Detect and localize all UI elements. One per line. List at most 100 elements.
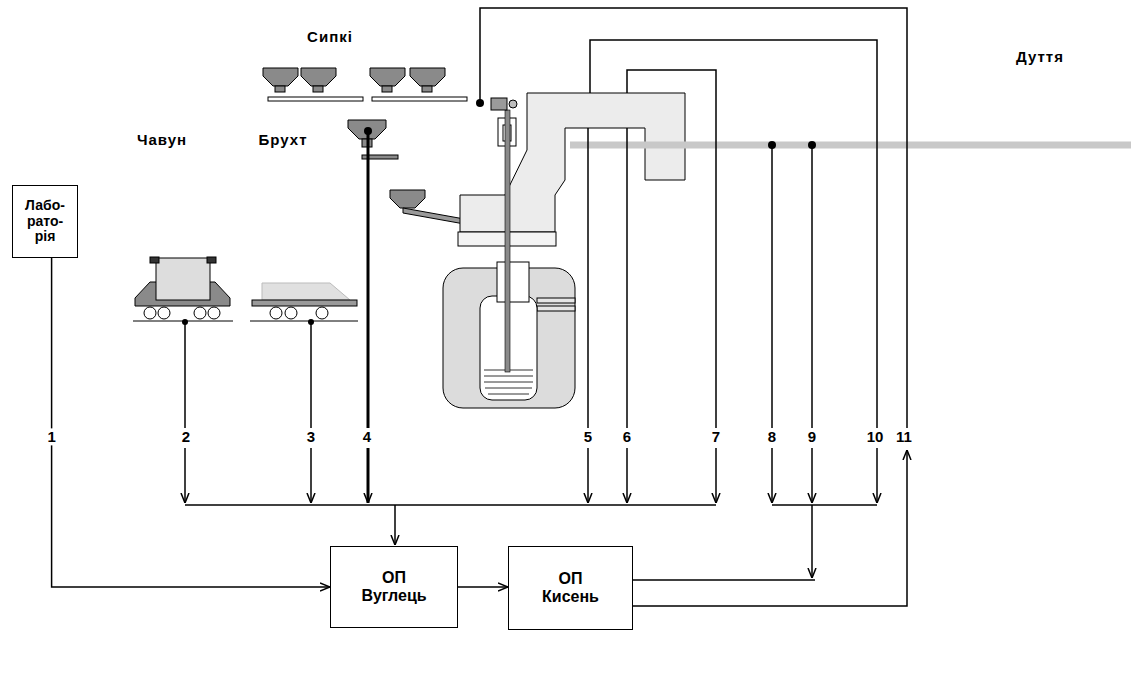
material-name: Сипкі xyxy=(305,28,355,45)
signal-wires-part xyxy=(367,133,370,428)
signal-number: 7 xyxy=(710,428,722,445)
signal-wires-part xyxy=(811,145,813,428)
converter-hood xyxy=(458,93,685,246)
signal-number: 2 xyxy=(180,428,192,445)
sensor-dots-part xyxy=(364,127,372,135)
signal-wires-part xyxy=(184,322,186,428)
signal-wires-part xyxy=(184,448,186,503)
signal-wires-part xyxy=(310,322,312,428)
sensor-dots-part xyxy=(182,319,188,325)
converter-vessel-part xyxy=(537,306,575,311)
signal-wires-part xyxy=(772,504,877,506)
weigh-hopper-part xyxy=(390,190,425,208)
signal-number: 4 xyxy=(361,428,373,445)
converter-vessel-part xyxy=(485,388,532,389)
signal-number: 9 xyxy=(806,428,818,445)
signal-wires-part xyxy=(876,448,878,503)
signal-wires-part xyxy=(310,448,312,503)
hot-metal-car xyxy=(133,257,233,321)
signal-number: 10 xyxy=(865,428,886,445)
signal-wires-part xyxy=(367,448,370,503)
signal-number: 8 xyxy=(766,428,778,445)
oxygen-lance xyxy=(491,98,517,372)
sensor-dots-part xyxy=(476,99,484,107)
bulk-hoppers-part xyxy=(370,68,405,86)
signal-wires-part xyxy=(771,145,773,428)
scrap-car-part xyxy=(250,321,358,322)
signal-wires-part xyxy=(394,505,396,545)
control-block: ОП Кисень xyxy=(508,546,633,630)
hot-metal-car-part xyxy=(156,258,210,300)
scrap-car-part xyxy=(316,307,328,319)
hot-metal-car-part xyxy=(144,307,156,319)
signal-number: 6 xyxy=(621,428,633,445)
control-block: ОП Вуглець xyxy=(330,546,458,628)
signal-number: 1 xyxy=(45,428,57,445)
sensor-dots xyxy=(182,99,816,325)
signal-wires-part xyxy=(811,448,813,503)
material-name: Чавун xyxy=(135,131,189,148)
signal-wires-part xyxy=(587,128,589,428)
signal-number: 11 xyxy=(894,428,914,445)
converter-vessel-part xyxy=(537,298,575,303)
signal-wires-part xyxy=(633,450,907,606)
converter-vessel-part xyxy=(484,382,533,383)
signal-wires-part xyxy=(185,504,716,506)
sensor-dots-part xyxy=(308,319,314,325)
oxygen-lance-part xyxy=(509,100,517,108)
hot-metal-car-part xyxy=(208,307,220,319)
hot-metal-car-part xyxy=(207,257,216,263)
sensor-dots-part xyxy=(768,141,776,149)
converter-vessel-part xyxy=(497,262,529,302)
bulk-hoppers-part xyxy=(372,97,467,101)
material-name: Брухт xyxy=(257,131,310,148)
converter-vessel-part xyxy=(484,376,533,377)
signal-number: 5 xyxy=(582,428,594,445)
bulk-hoppers-part xyxy=(422,86,432,92)
signal-wires xyxy=(185,8,907,606)
signal-number: 3 xyxy=(305,428,317,445)
signal-wires-part xyxy=(771,448,773,503)
bulk-hoppers-part xyxy=(410,68,445,86)
blast-line-part xyxy=(570,142,1131,149)
blast-line xyxy=(570,145,1131,146)
scrap-car-part xyxy=(270,307,282,319)
scrap-car xyxy=(250,283,358,321)
block-title: Лабо- рато- рія xyxy=(20,198,70,244)
bulk-hoppers xyxy=(263,68,467,101)
sensor-dots-part xyxy=(808,141,816,149)
oxygen-lance-part xyxy=(505,110,510,372)
signal-connector xyxy=(458,586,508,588)
signal-wires-part xyxy=(480,8,907,428)
control-block: Лабо- рато- рія xyxy=(12,185,78,258)
weigh-hopper xyxy=(348,120,470,225)
scrap-car-part xyxy=(252,300,357,306)
signal-wires-part xyxy=(633,579,815,581)
oxygen-lance-part xyxy=(491,98,507,110)
hot-metal-car-part xyxy=(150,257,159,263)
bulk-hoppers-part xyxy=(313,86,323,92)
bulk-hoppers-part xyxy=(263,68,298,86)
hot-metal-car-part xyxy=(194,307,206,319)
signal-wires-part xyxy=(811,505,813,578)
hot-metal-car-part xyxy=(158,307,170,319)
bulk-hoppers-part xyxy=(275,86,285,92)
converter-vessel-part xyxy=(488,394,529,395)
scrap-car-part xyxy=(262,283,350,300)
signal-wires-part xyxy=(626,128,628,428)
signal-wires-part xyxy=(587,448,589,503)
signal-connector xyxy=(52,258,330,587)
converter-hood-part xyxy=(460,93,685,232)
signal-wires-part xyxy=(590,40,877,428)
bulk-hoppers-part xyxy=(268,97,363,101)
signal-wires-part xyxy=(626,448,628,503)
block-title: ОП Кисень xyxy=(531,570,611,605)
material-name: Дуття xyxy=(1014,48,1066,65)
scrap-car-part xyxy=(285,307,297,319)
bulk-hoppers-part xyxy=(301,68,336,86)
bulk-hoppers-part xyxy=(382,86,392,92)
signal-wires-part xyxy=(715,448,717,503)
